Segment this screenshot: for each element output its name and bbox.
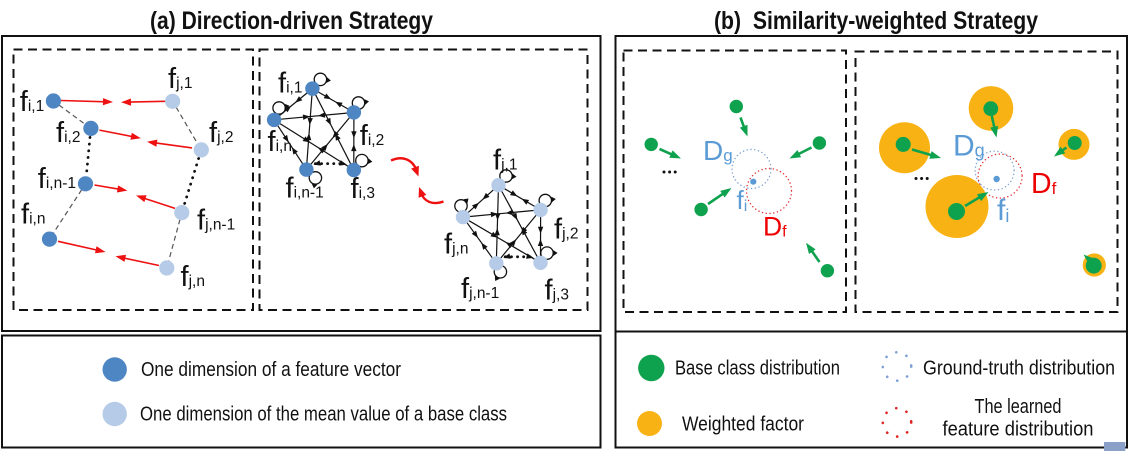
svg-text:One dimension of a feature vec: One dimension of a feature vector (141, 359, 401, 381)
svg-text:fj,1: fj,1 (493, 145, 517, 177)
svg-text:fi,2: fi,2 (360, 120, 384, 152)
svg-text:fi,n-1: fi,n-1 (38, 163, 76, 195)
svg-text:fi,1: fi,1 (20, 86, 44, 118)
svg-text:fj,n: fj,n (444, 229, 468, 261)
svg-text:fi,3: fi,3 (351, 173, 375, 205)
svg-text:fi,2: fi,2 (56, 117, 80, 149)
svg-text:fj,n: fj,n (181, 261, 205, 293)
svg-text:fi,n: fi,n (21, 199, 45, 231)
svg-text:Ground-truth distribution: Ground-truth distribution (923, 358, 1115, 380)
svg-text:Weighted factor: Weighted factor (682, 414, 804, 436)
svg-text:fj,2: fj,2 (209, 117, 233, 149)
svg-text:Df: Df (1031, 168, 1057, 200)
svg-text:fj,n-1: fj,n-1 (461, 273, 499, 305)
svg-text:Dg: Dg (703, 135, 733, 166)
svg-text:Dg: Dg (953, 130, 985, 163)
svg-text:feature distribution: feature distribution (943, 419, 1094, 441)
svg-text:(b) Similarity-weighted Strat: (b) Similarity-weighted Strategy (714, 7, 1038, 35)
svg-text:fj,2: fj,2 (554, 214, 578, 246)
svg-text:fj,1: fj,1 (168, 63, 192, 95)
svg-text:fi: fi (997, 194, 1009, 227)
svg-text:One dimension of the mean valu: One dimension of the mean value of a bas… (140, 404, 507, 426)
svg-text:Base class distribution: Base class distribution (675, 358, 840, 380)
svg-text:fi,n-1: fi,n-1 (286, 173, 324, 205)
svg-text:fj,n-1: fj,n-1 (197, 205, 235, 237)
svg-text:The learned: The learned (975, 396, 1062, 418)
svg-text:fj,3: fj,3 (545, 275, 569, 307)
svg-text:(a) Direction-driven Strategy: (a) Direction-driven Strategy (150, 7, 433, 35)
svg-text:fi,n: fi,n (268, 126, 292, 158)
svg-text:fi: fi (737, 185, 748, 215)
svg-text:Df: Df (763, 212, 787, 242)
svg-text:fi,1: fi,1 (278, 68, 302, 100)
